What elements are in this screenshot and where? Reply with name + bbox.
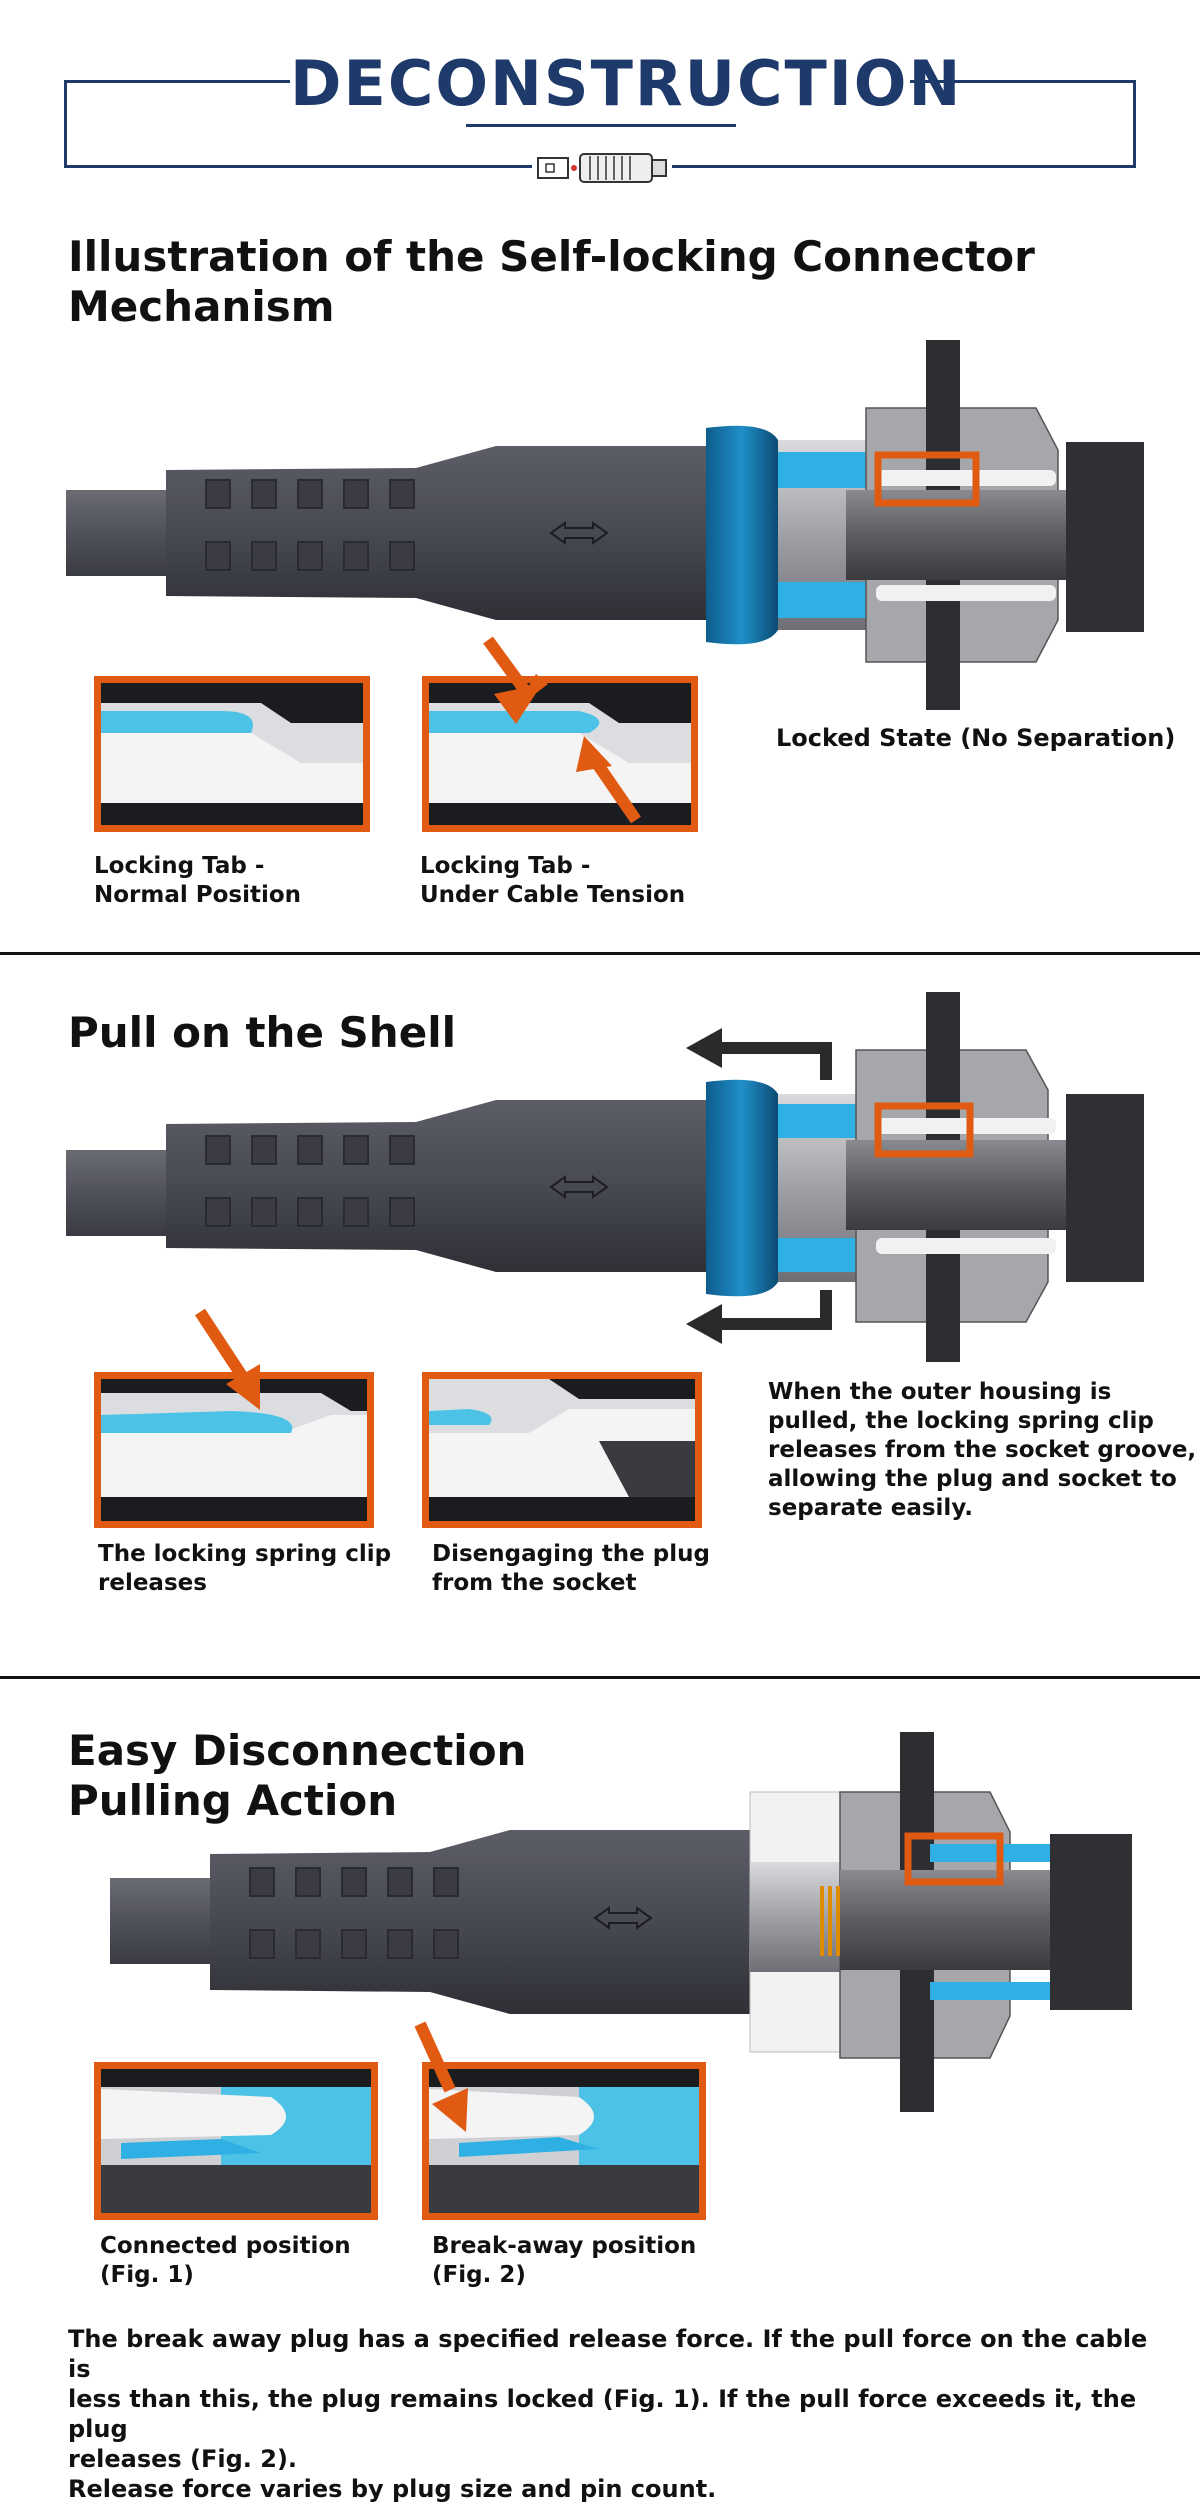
inset-disengaging-plug [422,1372,702,1528]
breakaway-arrow [410,2020,490,2140]
inset-breakaway-position [422,2062,706,2220]
release-force-footer: The break away plug has a specified rele… [68,2325,1148,2503]
inset-locking-tab-tension [422,676,698,832]
tension-arrows [466,632,656,832]
page-title: DECONSTRUCTION [290,44,960,124]
connector-locked-illustration [66,330,1156,720]
section1-title: Illustration of the Self-locking Connect… [68,232,1035,331]
connector-pull-illustration [66,990,1156,1370]
inset6-caption: Break-away position(Fig. 2) [432,2233,697,2288]
inset5-caption: Connected position(Fig. 1) [100,2233,351,2288]
inset-locking-tab-normal [94,676,370,832]
divider-2 [0,1676,1200,1679]
connector-icon [532,148,672,188]
header-underline [466,124,736,127]
release-arrow [190,1306,280,1416]
divider-1 [0,952,1200,955]
inset1-caption: Locking Tab -Normal Position [94,853,302,908]
locked-state-label: Locked State (No Separation) [776,724,1176,752]
connector-breakaway-illustration [110,1732,1140,2122]
inset-connected-position [94,2062,378,2220]
inset2-caption: Locking Tab -Under Cable Tension [420,853,686,908]
inset-spring-clip-releases [94,1372,374,1528]
section2-title: Pull on the Shell [68,1008,456,1057]
